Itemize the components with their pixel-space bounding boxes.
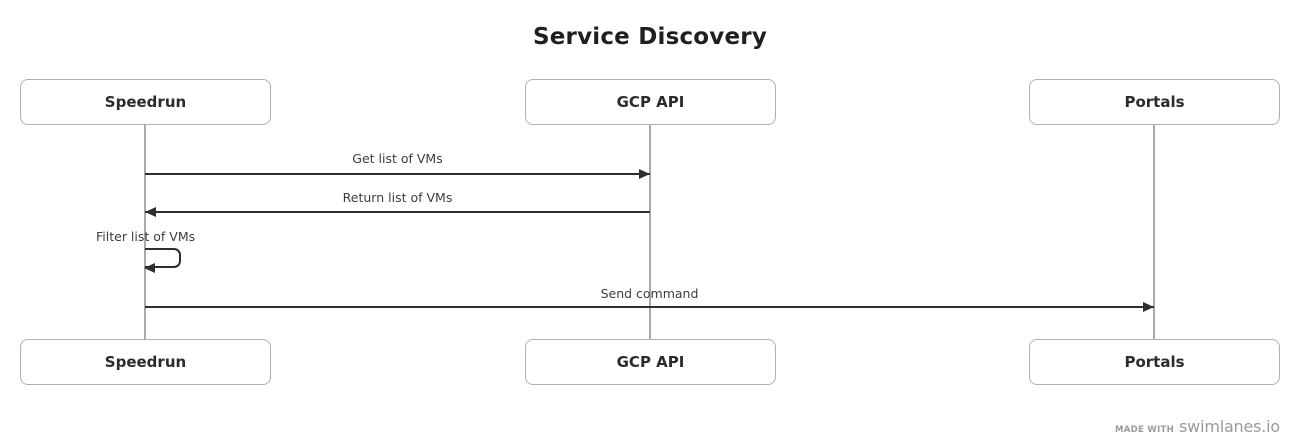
footer-participant-speedrun[interactable]: Speedrun [20,339,271,385]
participant-label: Portals [1124,353,1185,371]
message-label-return-list-of-vms: Return list of VMs [342,190,453,205]
arrow-head-right-icon [639,168,650,179]
participant-label: GCP API [616,353,685,371]
page-title: Service Discovery [532,24,768,50]
message-label-filter-list-of-vms: Filter list of VMs [96,229,196,244]
participant-label: Speedrun [104,353,187,371]
arrow-head-left-icon [145,206,156,217]
message-line-send-command[interactable] [145,306,1154,308]
footer-participant-portals[interactable]: Portals [1029,339,1280,385]
header-participant-gcp-api[interactable]: GCP API [525,79,776,125]
arrow-head-left-icon [144,262,155,273]
footer-branding: MADE WITH swimlanes.io [1115,417,1280,436]
message-line-get-list-of-vms[interactable] [145,173,650,175]
lifeline-gcp-api [649,125,651,385]
header-participant-portals[interactable]: Portals [1029,79,1280,125]
message-label-get-list-of-vms: Get list of VMs [352,151,443,166]
header-participant-speedrun[interactable]: Speedrun [20,79,271,125]
message-label-send-command: Send command [600,286,699,301]
participant-label: GCP API [616,93,685,111]
participant-label: Speedrun [104,93,187,111]
message-line-return-list-of-vms[interactable] [145,211,650,213]
footer-participant-gcp-api[interactable]: GCP API [525,339,776,385]
footer-swimlanes-link[interactable]: swimlanes.io [1179,417,1280,436]
participant-label: Portals [1124,93,1185,111]
arrow-head-right-icon [1143,301,1154,312]
self-message-loop-filter-list-of-vms[interactable] [145,248,181,268]
lifeline-portals [1153,125,1155,385]
lifeline-speedrun [144,125,146,385]
footer-made-with-label: MADE WITH [1115,425,1175,435]
